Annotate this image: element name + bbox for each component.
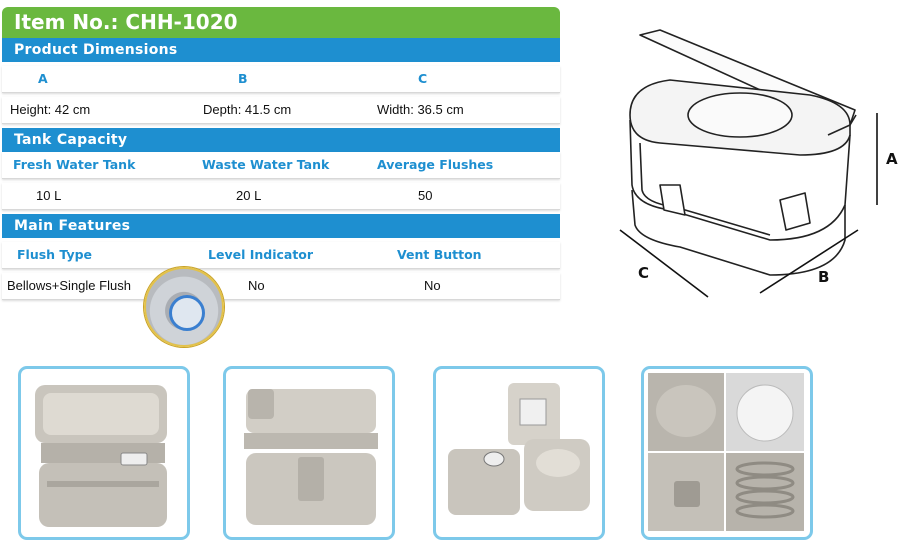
photo-thumbnail-side[interactable] [223, 366, 395, 540]
toilet-detail-image [648, 373, 804, 531]
toilet-side-image [244, 389, 378, 525]
level-indicator-value: No [248, 278, 265, 293]
vent-button-label: Vent Button [397, 247, 482, 262]
spec-table: Item No.: CHH-1020 Product Dimensions A … [2, 7, 560, 304]
height-value: Height: 42 cm [10, 102, 91, 117]
dimension-values-row: Height: 42 cm Depth: 41.5 cm Width: 36.5… [2, 97, 560, 124]
item-number-title: Item No.: CHH-1020 [2, 7, 560, 38]
photo-thumbnail-details[interactable] [641, 366, 813, 540]
tank-labels-row: Fresh Water Tank Waste Water Tank Averag… [2, 152, 560, 179]
waste-water-label: Waste Water Tank [202, 157, 330, 172]
dimension-line-b [759, 229, 859, 294]
toilet-front-image [35, 385, 167, 527]
dimension-line-c [619, 229, 709, 298]
flush-type-value: Bellows+Single Flush [7, 278, 131, 293]
flush-detail-magnifier [144, 267, 224, 347]
features-values-row: Bellows+Single Flush No No [2, 273, 560, 300]
features-labels-row: Flush Type Level Indicator Vent Button [2, 242, 560, 269]
level-indicator-label: Level Indicator [208, 247, 314, 262]
dimension-label-a: A [886, 150, 898, 168]
dimension-label-b: B [818, 268, 830, 286]
photo-thumbnail-open[interactable] [433, 366, 605, 540]
fresh-water-value: 10 L [36, 188, 62, 203]
average-flushes-label: Average Flushes [377, 157, 494, 172]
dimension-label-c: C [638, 264, 650, 282]
width-value: Width: 36.5 cm [377, 102, 464, 117]
toilet-dimension-diagram [619, 29, 878, 298]
photo-thumbnail-front[interactable] [18, 366, 190, 540]
average-flushes-value: 50 [418, 188, 433, 203]
waste-water-value: 20 L [236, 188, 262, 203]
tank-values-row: 10 L 20 L 50 [2, 183, 560, 210]
depth-value: Depth: 41.5 cm [203, 102, 292, 117]
fresh-water-label: Fresh Water Tank [13, 157, 136, 172]
label-a: A [38, 71, 48, 86]
dimension-labels-row: A B C [2, 66, 560, 93]
section-main-features: Main Features [2, 214, 560, 238]
label-c: C [418, 71, 428, 86]
flush-type-label: Flush Type [17, 247, 93, 262]
section-tank-capacity: Tank Capacity [2, 128, 560, 152]
label-b: B [238, 71, 248, 86]
section-product-dimensions: Product Dimensions [2, 38, 560, 62]
vent-button-value: No [424, 278, 441, 293]
toilet-open-image [448, 383, 590, 515]
